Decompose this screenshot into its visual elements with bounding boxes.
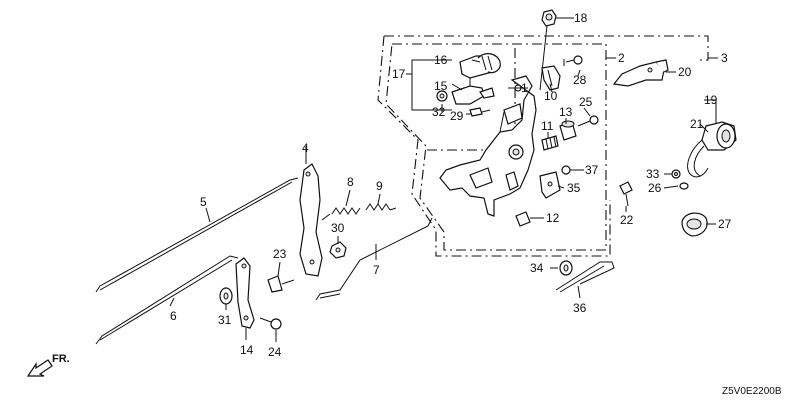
diagram-code: Z5V0E2200B: [722, 386, 782, 397]
label-27: 27: [718, 217, 732, 231]
part-21-switch: [687, 121, 737, 178]
part-8-spring: [321, 207, 361, 221]
label-37: 37: [585, 163, 599, 177]
label-36: 36: [573, 301, 587, 315]
label-17: 17: [392, 67, 406, 81]
part-22-bolt: [619, 181, 633, 207]
label-9: 9: [376, 179, 383, 193]
part-29-screw: [469, 107, 491, 117]
label-28: 28: [573, 73, 587, 87]
part-5-rod: [95, 177, 299, 293]
label-35: 35: [567, 181, 581, 195]
label-23: 23: [273, 247, 287, 261]
label-33: 33: [646, 167, 660, 181]
label-1: 1: [521, 81, 528, 95]
leader-lines: [169, 17, 718, 342]
label-10: 10: [544, 89, 558, 103]
label-26: 26: [648, 181, 662, 195]
part-14-bracket: [235, 257, 255, 329]
part-4-lever-arm: [299, 146, 323, 277]
label-16: 16: [434, 53, 448, 67]
label-12: 12: [546, 211, 560, 225]
label-24: 24: [268, 345, 282, 359]
front-label: FR.: [52, 353, 70, 365]
label-15: 15: [434, 79, 448, 93]
part-27-clamp: [681, 212, 708, 237]
label-18: 18: [574, 11, 588, 25]
part-31-washer: [219, 287, 233, 305]
label-32: 32: [432, 105, 446, 119]
label-31: 31: [218, 313, 232, 327]
label-19: 19: [704, 93, 718, 107]
label-22: 22: [620, 213, 634, 227]
part-9-spring: [365, 203, 397, 211]
part-34-bushing: [559, 260, 573, 276]
part-6-rod: [95, 255, 239, 345]
part-28-screw: [563, 55, 583, 66]
label-13: 13: [559, 105, 573, 119]
label-5: 5: [200, 195, 207, 209]
part-1-control-base: [439, 75, 537, 217]
label-21: 21: [690, 117, 704, 131]
part-15-choke-lever: [451, 78, 495, 105]
front-arrow-icon: [26, 359, 53, 377]
label-25: 25: [579, 95, 593, 109]
part-24-bolt: [259, 317, 282, 330]
part-13-collar: [559, 120, 577, 141]
part-33-nut: [671, 169, 681, 179]
part-25-screw: [577, 115, 599, 127]
label-6: 6: [170, 309, 177, 323]
part-32-washer: [436, 90, 448, 102]
part-36-pin: [555, 261, 615, 293]
label-30: 30: [331, 221, 345, 235]
part-20-stay-plate: [612, 59, 669, 87]
part-23-screw: [267, 275, 295, 293]
label-7: 7: [373, 263, 380, 277]
assembly-frame-2: [385, 43, 607, 251]
label-2: 2: [618, 51, 625, 65]
label-8: 8: [347, 175, 354, 189]
label-20: 20: [678, 65, 692, 79]
label-34: 34: [530, 261, 544, 275]
part-30-nut: [329, 241, 347, 259]
label-11: 11: [541, 119, 554, 133]
label-14: 14: [240, 343, 254, 357]
part-12-bolt: [515, 211, 538, 227]
label-3: 3: [721, 51, 728, 65]
part-18-grommet: [539, 9, 566, 91]
label-4: 4: [302, 141, 309, 155]
label-29: 29: [450, 109, 464, 123]
part-35-plate: [539, 171, 561, 199]
part-7-rod: [315, 217, 433, 301]
part-16-choke-knob: [459, 53, 501, 79]
part-11-spring: [541, 135, 559, 151]
part-26-washer: [679, 182, 689, 190]
part-10-clip: [541, 65, 561, 91]
